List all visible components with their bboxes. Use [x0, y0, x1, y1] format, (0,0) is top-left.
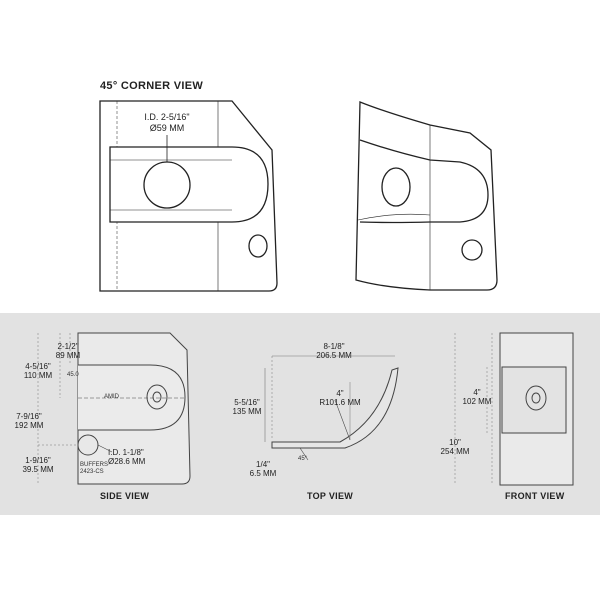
- side-dim-c: 7-9/16" 192 MM: [14, 412, 44, 430]
- id-dimension-label: I.D. 2-5/16" Ø59 MM: [144, 112, 190, 133]
- side-view-title: SIDE VIEW: [100, 491, 150, 501]
- side-angle-label: 45.0: [67, 372, 79, 378]
- side-dim-b: 4-5/16" 110 MM: [23, 362, 53, 380]
- top-width-label: 8-1/8" 206.5 MM: [316, 342, 352, 360]
- front-inner-label: 4" 102 MM: [462, 388, 492, 406]
- top-angle-label: 45°: [298, 456, 308, 462]
- side-id-label: I.D. 1-1/8" Ø28.6 MM: [108, 448, 146, 466]
- top-thickness-label: 1/4" 6.5 MM: [249, 460, 277, 478]
- side-dim-d: 1-9/16" 39.5 MM: [22, 456, 54, 474]
- side-mid-text: AMID: [104, 394, 119, 400]
- top-view-drawing: [264, 355, 399, 461]
- front-view-title: FRONT VIEW: [505, 491, 565, 501]
- front-outer-label: 10" 254 MM: [440, 438, 470, 456]
- corner-view-title: 45° CORNER VIEW: [100, 80, 204, 92]
- top-radius-label: 4" R101.6 MM: [319, 389, 361, 407]
- top-view-title: TOP VIEW: [307, 491, 354, 501]
- side-brand-text: BUFFERS 2423-CS: [80, 462, 109, 475]
- side-dim-a: 2-1/2" 89 MM: [55, 342, 81, 360]
- corner-view-3d: [355, 101, 498, 291]
- corner-view-flat: [99, 100, 278, 292]
- top-height-label: 5-5/16" 135 MM: [232, 398, 262, 416]
- front-view-drawing: [454, 332, 574, 486]
- side-view-drawing: [37, 332, 191, 485]
